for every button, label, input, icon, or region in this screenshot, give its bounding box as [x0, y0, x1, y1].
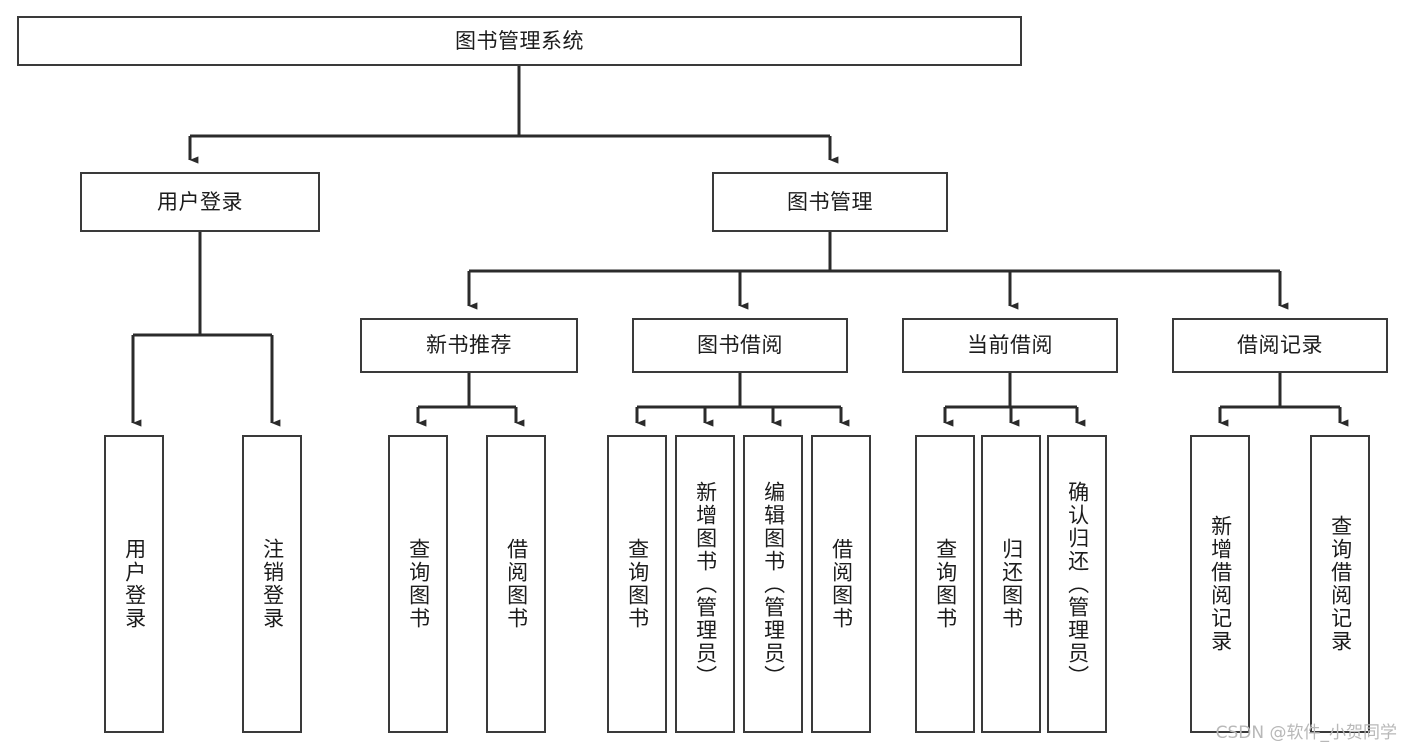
- node-leaf-confirm-return-admin[interactable]: 确认归还（管理员）: [1047, 435, 1107, 733]
- node-leaf-query-book-new-label: 查询图书: [406, 538, 431, 630]
- node-borrow-record-label: 借阅记录: [1237, 333, 1323, 358]
- node-leaf-edit-book-admin-label: 编辑图书（管理员）: [761, 480, 786, 688]
- node-book-manage-label: 图书管理: [787, 189, 873, 214]
- node-leaf-return-book-label: 归还图书: [999, 538, 1024, 630]
- node-leaf-user-logout-label: 注销登录: [260, 538, 285, 630]
- node-current-borrow[interactable]: 当前借阅: [902, 318, 1118, 373]
- node-leaf-add-book-admin[interactable]: 新增图书（管理员）: [675, 435, 735, 733]
- node-book-manage[interactable]: 图书管理: [712, 172, 948, 232]
- node-root[interactable]: 图书管理系统: [17, 16, 1022, 66]
- node-leaf-user-login-label: 用户登录: [122, 538, 147, 630]
- node-leaf-borrow-book-new-label: 借阅图书: [504, 538, 529, 630]
- node-user-login-label: 用户登录: [157, 189, 243, 214]
- node-new-book-rec-label: 新书推荐: [426, 333, 512, 358]
- node-leaf-query-book-current-label: 查询图书: [933, 538, 958, 630]
- node-leaf-edit-book-admin[interactable]: 编辑图书（管理员）: [743, 435, 803, 733]
- node-leaf-confirm-return-admin-label: 确认归还（管理员）: [1065, 480, 1090, 688]
- node-leaf-borrow-book-label: 借阅图书: [829, 538, 854, 630]
- node-leaf-query-book-current[interactable]: 查询图书: [915, 435, 975, 733]
- node-leaf-query-book-borrow-label: 查询图书: [625, 538, 650, 630]
- node-leaf-add-borrow-record-label: 新增借阅记录: [1208, 515, 1233, 653]
- node-leaf-query-book-new[interactable]: 查询图书: [388, 435, 448, 733]
- node-leaf-return-book[interactable]: 归还图书: [981, 435, 1041, 733]
- node-leaf-user-logout[interactable]: 注销登录: [242, 435, 302, 733]
- node-leaf-borrow-book-new[interactable]: 借阅图书: [486, 435, 546, 733]
- node-leaf-query-book-borrow[interactable]: 查询图书: [607, 435, 667, 733]
- node-leaf-query-borrow-record-label: 查询借阅记录: [1328, 515, 1353, 653]
- node-current-borrow-label: 当前借阅: [967, 333, 1053, 358]
- node-user-login[interactable]: 用户登录: [80, 172, 320, 232]
- node-leaf-add-book-admin-label: 新增图书（管理员）: [693, 480, 718, 688]
- node-book-borrow-label: 图书借阅: [697, 333, 783, 358]
- node-leaf-user-login[interactable]: 用户登录: [104, 435, 164, 733]
- node-leaf-query-borrow-record[interactable]: 查询借阅记录: [1310, 435, 1370, 733]
- csdn-watermark: CSDN @软件_小贺同学: [1215, 723, 1397, 743]
- node-borrow-record[interactable]: 借阅记录: [1172, 318, 1388, 373]
- node-leaf-add-borrow-record[interactable]: 新增借阅记录: [1190, 435, 1250, 733]
- node-book-borrow[interactable]: 图书借阅: [632, 318, 848, 373]
- node-leaf-borrow-book[interactable]: 借阅图书: [811, 435, 871, 733]
- node-root-label: 图书管理系统: [455, 28, 584, 53]
- node-new-book-rec[interactable]: 新书推荐: [360, 318, 578, 373]
